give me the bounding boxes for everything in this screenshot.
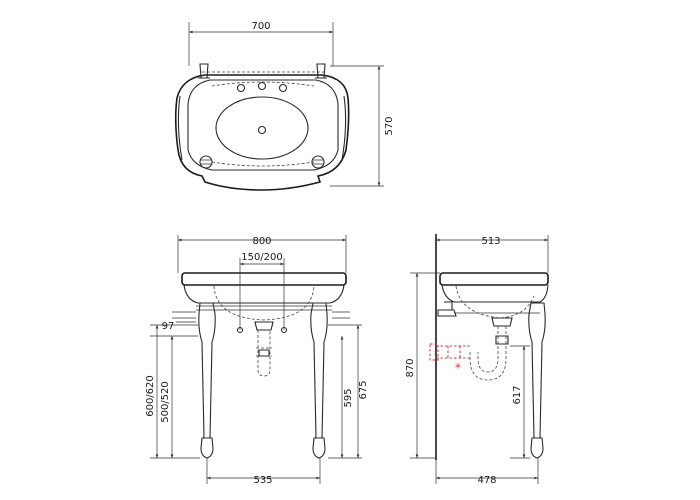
side-trap-dashed bbox=[469, 326, 507, 381]
top-view-bowl bbox=[215, 96, 309, 160]
tap-hole-icon bbox=[236, 83, 246, 93]
leg-top-icon bbox=[311, 155, 325, 169]
top-view-frame bbox=[174, 74, 350, 191]
top-depth-label: 570 bbox=[384, 116, 395, 135]
side-depth-label: 513 bbox=[481, 236, 500, 247]
tap-hole-icon bbox=[257, 81, 267, 91]
tap-hole-icon bbox=[278, 83, 288, 93]
drain-icon bbox=[257, 125, 267, 135]
front-waste-dashed bbox=[256, 330, 272, 377]
side-base-label: 478 bbox=[477, 475, 496, 486]
front-view: 800 150/200 97 600/620 500/520 595 675 5… bbox=[145, 235, 369, 486]
wall-bracket-icon bbox=[315, 63, 327, 79]
front-bowl-dashed bbox=[213, 285, 315, 321]
side-height-label: 870 bbox=[405, 358, 416, 377]
height-d-label: 675 bbox=[358, 380, 369, 399]
left-offset-label: 97 bbox=[162, 321, 175, 332]
wall-bracket-icon bbox=[198, 63, 210, 79]
front-left-leg bbox=[198, 302, 216, 459]
side-leg bbox=[528, 302, 546, 459]
top-view: 700 570 bbox=[174, 21, 395, 191]
side-bowl-dashed bbox=[455, 285, 535, 319]
top-width-label: 700 bbox=[251, 21, 270, 32]
height-a-label: 600/620 bbox=[145, 375, 156, 417]
height-c-label: 595 bbox=[343, 388, 354, 407]
front-right-leg bbox=[310, 302, 328, 459]
trap-height-label: 617 bbox=[512, 385, 523, 404]
service-marker-symbol: * bbox=[455, 361, 461, 375]
leg-top-icon bbox=[199, 155, 213, 169]
side-view: * 513 870 617 478 bbox=[405, 234, 549, 486]
height-b-label: 500/520 bbox=[160, 381, 171, 423]
service-pipe-marker bbox=[436, 345, 472, 359]
front-width-label: 800 bbox=[252, 236, 271, 247]
leg-span-label: 535 bbox=[253, 475, 272, 486]
top-view-basin-outer bbox=[187, 79, 339, 171]
tap-spacing-label: 150/200 bbox=[241, 252, 283, 263]
front-top-slab bbox=[181, 272, 347, 286]
side-top-slab bbox=[439, 272, 549, 286]
